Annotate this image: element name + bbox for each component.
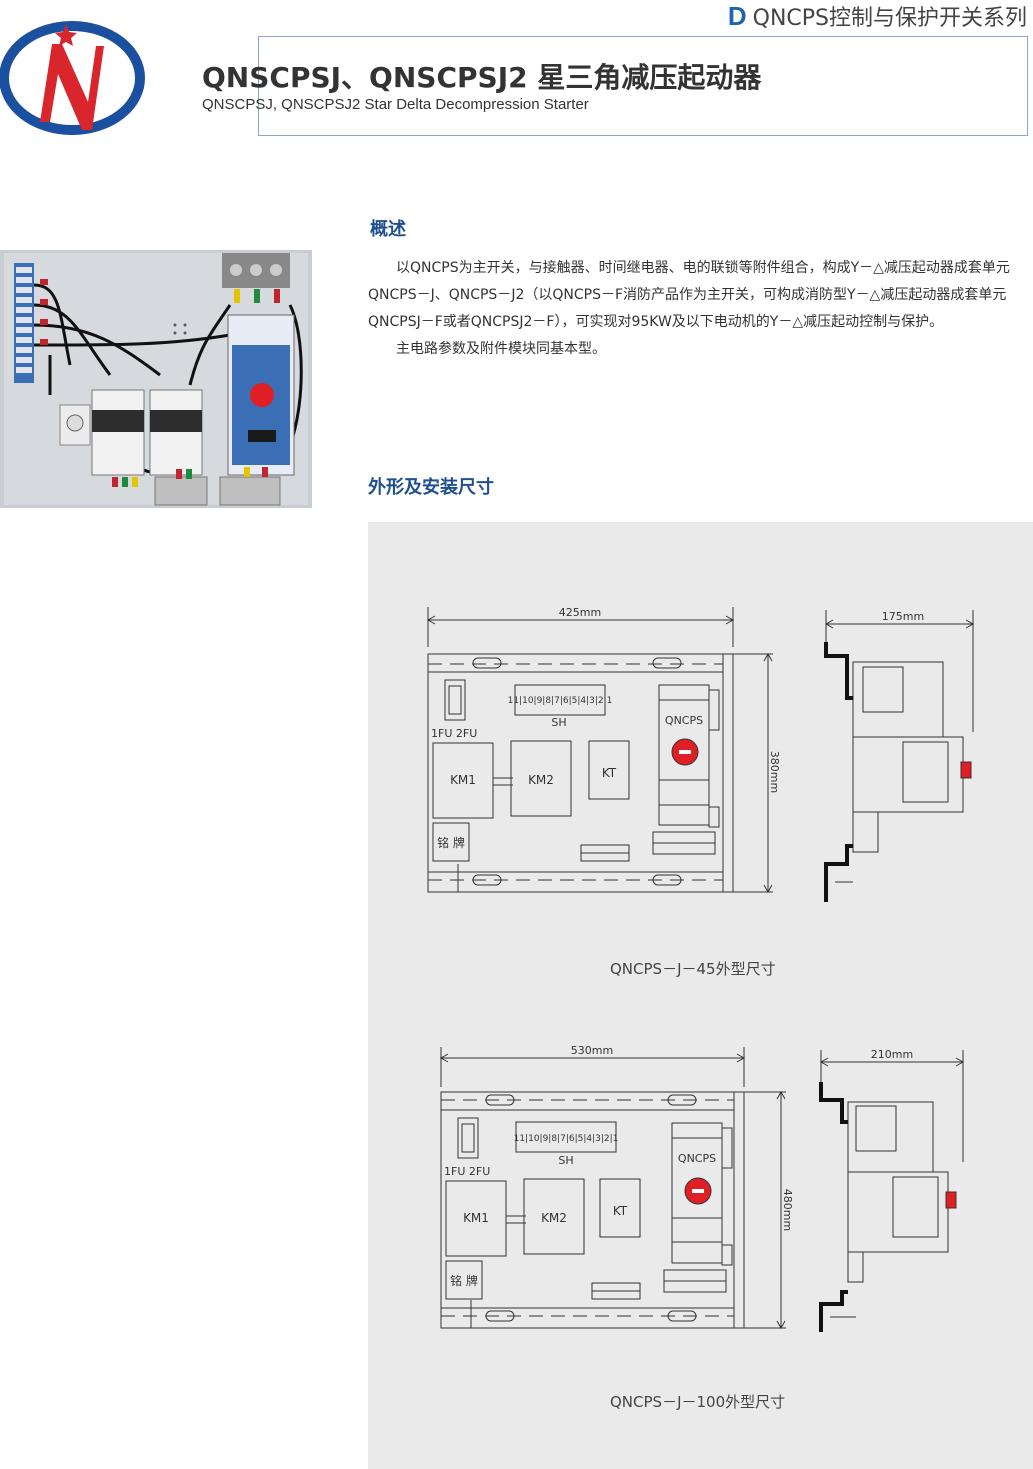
drawing-1-front-view: 425mm 380mm 11|10|9|8|7|6|5|4|3|2|1 SH 1… <box>426 606 781 894</box>
drawing-2-kt-label: KT <box>613 1204 628 1218</box>
drawing-1-km2-label: KM2 <box>528 773 554 787</box>
drawing-1-fuse-label: 1FU 2FU <box>431 727 477 740</box>
drawing-2-km2-label: KM2 <box>541 1211 567 1225</box>
overview-paragraph-1: 以QNCPS为主开关，与接触器、时间继电器、电的联锁等附件组合，构成Y－△减压起… <box>368 260 1010 330</box>
drawing-2-front-view: 530mm 480mm 11|10|9|8|7|6|5|4|3|2|1 SH 1… <box>439 1044 794 1330</box>
product-photo <box>0 250 312 508</box>
page-title: QNSCPSJ、QNSCPSJ2 星三角减压起动器 <box>202 61 762 94</box>
dimensions-heading: 外形及安装尺寸 <box>368 477 494 498</box>
drawing-1-height-label: 380mm <box>768 751 781 793</box>
drawing-2-width-label: 530mm <box>571 1044 613 1057</box>
drawing-panel: 425mm 380mm 11|10|9|8|7|6|5|4|3|2|1 SH 1… <box>368 522 1033 1469</box>
overview-paragraph-2: 主电路参数及附件模块同基本型。 <box>396 341 606 357</box>
drawing-2-sh-digits: 11|10|9|8|7|6|5|4|3|2|1 <box>514 1134 619 1144</box>
overview-text: 以QNCPS为主开关，与接触器、时间继电器、电的联锁等附件组合，构成Y－△减压起… <box>368 255 1028 363</box>
drawing-1-side-view: 175mm <box>824 610 975 902</box>
drawing-2-km1-label: KM1 <box>463 1211 489 1225</box>
series-name: QNCPS控制与保护开关系列 <box>752 6 1027 31</box>
drawing-1-km1-label: KM1 <box>450 773 476 787</box>
drawing-2-caption: QNCPS－J－100外型尺寸 <box>610 1393 786 1411</box>
title-frame <box>258 36 1028 136</box>
drawing-2-fuse-label: 1FU 2FU <box>444 1165 490 1178</box>
drawing-2-nameplate-label: 铭 牌 <box>450 1273 478 1288</box>
drawing-2-side-view: 210mm <box>819 1048 965 1332</box>
drawing-1-width-label: 425mm <box>559 606 601 619</box>
drawing-1-sh-label: SH <box>551 716 566 729</box>
company-logo <box>0 21 145 135</box>
drawing-1-sh-digits: 11|10|9|8|7|6|5|4|3|2|1 <box>508 696 613 706</box>
series-letter: D <box>727 1 747 31</box>
overview-heading: 概述 <box>370 219 406 240</box>
drawing-1-caption: QNCPS－J－45外型尺寸 <box>610 960 776 978</box>
drawing-2-sh-label: SH <box>558 1154 573 1167</box>
drawing-2-depth-label: 210mm <box>871 1048 913 1061</box>
drawing-1-nameplate-label: 铭 牌 <box>437 835 465 850</box>
drawing-2-qncps-label: QNCPS <box>678 1152 716 1165</box>
drawing-1-kt-label: KT <box>602 766 617 780</box>
drawing-1-qncps-label: QNCPS <box>665 714 703 727</box>
page-subtitle: QNSCPSJ, QNSCPSJ2 Star Delta Decompressi… <box>202 96 589 113</box>
drawing-2-height-label: 480mm <box>781 1189 794 1231</box>
drawing-1-depth-label: 175mm <box>882 610 924 623</box>
